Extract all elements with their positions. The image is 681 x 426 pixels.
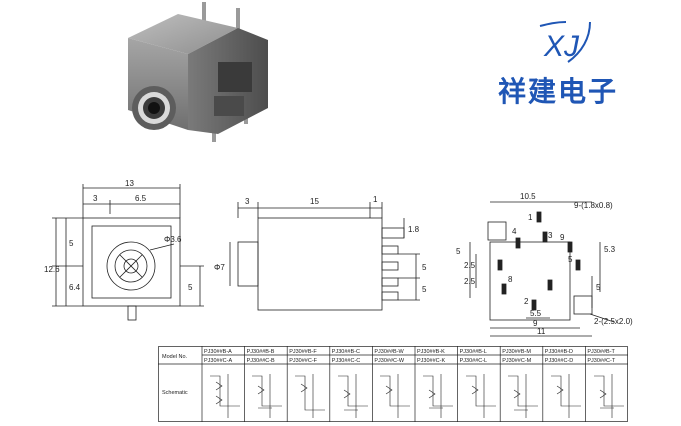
model-cell: PJ30##B-A: [204, 349, 232, 355]
fp-pin-label: 5: [568, 255, 573, 264]
product-photo: [128, 2, 268, 142]
front-height-lower-label: 6.4: [69, 283, 81, 292]
model-cell: PJ30##C-W: [374, 358, 404, 364]
fp-left-a-label: 5: [456, 247, 461, 256]
front-hole-label: Φ3.6: [164, 235, 182, 244]
fp-bottom-b-label: 11: [537, 327, 546, 336]
fp-pin-label: 4: [512, 227, 517, 236]
side-pin-length-label: 1.8: [408, 225, 420, 234]
brand-name: 祥建电子: [498, 75, 619, 108]
model-cell: PJ30##C-C: [332, 358, 360, 364]
fp-pin-label: 8: [508, 275, 513, 284]
fp-left-c-label: 2.5: [464, 277, 476, 286]
front-offset-left-label: 3: [93, 194, 98, 203]
fp-bottom-a-label: 9: [533, 319, 538, 328]
model-cell: PJ30##C-K: [417, 358, 445, 364]
model-cell: PJ30##B-K: [417, 349, 445, 355]
side-left-offset-label: 3: [245, 197, 250, 206]
model-table: Model No. Schematic PJ30##B-A PJ30##B-B …: [158, 346, 628, 422]
table-header-model: Model No.: [162, 354, 188, 360]
front-offset-right-label: 6.5: [135, 194, 147, 203]
model-cell: PJ30##B-B: [247, 349, 275, 355]
brand-logo: XJ: [539, 21, 591, 63]
schematic-symbols: [210, 374, 624, 418]
side-body-length-label: 15: [310, 197, 319, 206]
fp-mid-label: 5.5: [530, 309, 542, 318]
model-cell: PJ30##B-W: [374, 349, 404, 355]
fp-right-a-label: 5.3: [604, 245, 616, 254]
front-height-total-label: 12.6: [44, 265, 60, 274]
fp-pad-bottom-label: 2-(2.5x2.0): [594, 317, 633, 326]
model-cell: PJ30##C-L: [460, 358, 488, 364]
fp-pin-label: 2: [524, 297, 529, 306]
front-view-drawing: 13 3 6.5 5 6.4 12.6 5 Φ3.6: [44, 180, 204, 321]
footprint-drawing: 10.5 9-(1.8x0.8) 5 2.5 2.5 5.3 5 5.5 9 1…: [456, 192, 633, 337]
brand-logo-text: XJ: [543, 30, 580, 63]
model-cell: PJ30##C-A: [204, 358, 232, 364]
model-cell: PJ30##B-M: [502, 349, 531, 355]
model-cell: PJ30##C-B: [247, 358, 275, 364]
side-diameter-label: Φ7: [214, 263, 225, 272]
side-pitch-lower-label: 5: [422, 285, 427, 294]
fp-pin-label: 3: [548, 231, 553, 240]
side-right-offset-label: 1: [373, 195, 378, 204]
model-cell: PJ30##B-L: [460, 349, 487, 355]
fp-pin-label: 9: [560, 233, 565, 242]
model-cell: PJ30##B-T: [587, 349, 615, 355]
fp-right-b-label: 5: [596, 283, 601, 292]
table-header-schematic: Schematic: [162, 390, 188, 396]
front-width-label: 13: [125, 180, 134, 188]
front-right-lower-label: 5: [188, 283, 193, 292]
model-cell: PJ30##C-F: [289, 358, 317, 364]
model-cell: PJ30##B-C: [332, 349, 360, 355]
side-pitch-upper-label: 5: [422, 263, 427, 272]
fp-pad-top-label: 9-(1.8x0.8): [574, 201, 613, 210]
model-cell: PJ30##B-D: [545, 349, 573, 355]
front-height-upper-label: 5: [69, 239, 74, 248]
model-cell: PJ30##C-M: [502, 358, 531, 364]
model-cell: PJ30##B-F: [289, 349, 317, 355]
fp-left-b-label: 2.5: [464, 261, 476, 270]
fp-top-width-label: 10.5: [520, 192, 536, 201]
side-view-drawing: 3 15 1 1.8 Φ7 5 5: [214, 195, 427, 311]
model-cell: PJ30##C-D: [545, 358, 573, 364]
fp-pin-label: 1: [528, 213, 533, 222]
model-cell: PJ30##C-T: [587, 358, 615, 364]
